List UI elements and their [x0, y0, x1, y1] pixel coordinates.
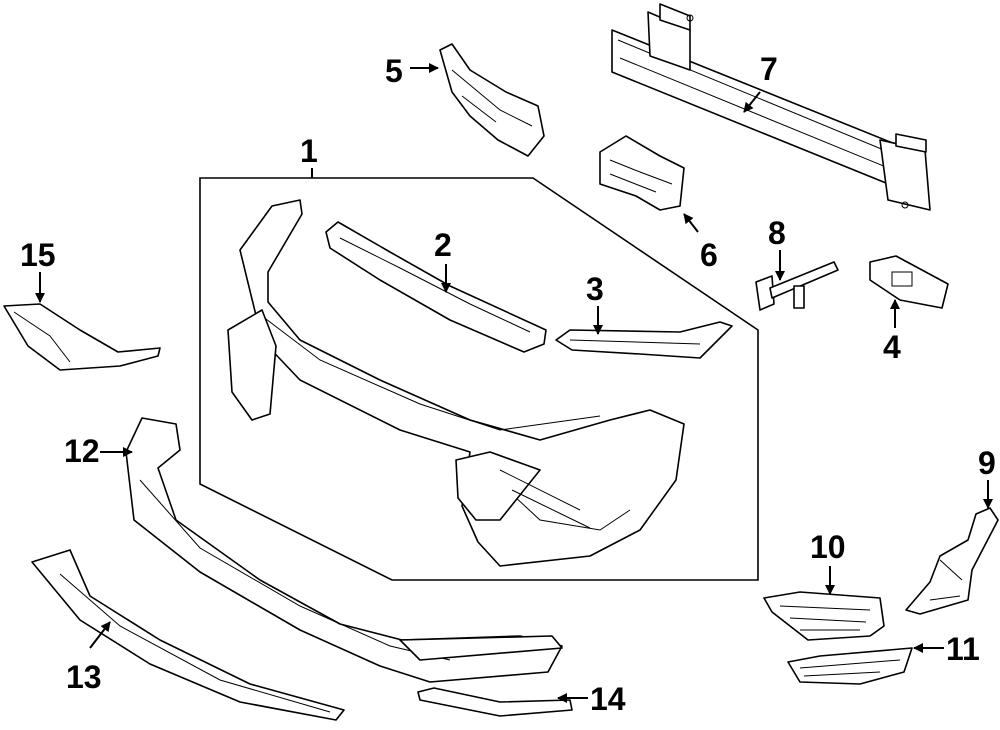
callout-7: 7: [760, 51, 778, 87]
part-1-bumper-cover[interactable]: [227, 199, 685, 567]
part-5-bracket[interactable]: [439, 43, 545, 157]
callout-8: 8: [768, 215, 786, 251]
part-15-side-deflector[interactable]: [3, 303, 161, 371]
callout-11: 11: [946, 631, 980, 667]
part-12-lower-cover[interactable]: [125, 417, 563, 683]
callout-15: 15: [20, 237, 56, 273]
callout-9: 9: [978, 445, 996, 481]
callout-10: 10: [810, 529, 846, 565]
callout-12: 12: [64, 433, 100, 469]
assembly-frame: [199, 177, 759, 581]
part-14-lower-molding[interactable]: [417, 687, 573, 717]
leader-13: [89, 621, 111, 649]
part-9-side-bracket[interactable]: [905, 507, 999, 615]
part-7-reinforcement-beam[interactable]: [611, 3, 931, 211]
part-11-lower-grille[interactable]: [787, 647, 913, 685]
callout-1: 1: [300, 133, 318, 169]
part-4-clip[interactable]: [869, 255, 949, 309]
callout-3: 3: [586, 271, 604, 307]
part-6-support-bracket[interactable]: [599, 135, 685, 211]
part-2-upper-absorber[interactable]: [325, 221, 547, 353]
part-13-lower-trim[interactable]: [31, 549, 345, 721]
part-3-side-bracket[interactable]: [555, 321, 733, 359]
callout-6: 6: [700, 237, 718, 273]
callout-13: 13: [66, 659, 102, 695]
callout-2: 2: [434, 227, 452, 263]
leader-6: [683, 213, 699, 233]
part-8-sensor-bracket[interactable]: [755, 261, 839, 311]
part-10-grille-insert[interactable]: [763, 591, 885, 641]
callout-14: 14: [590, 681, 626, 717]
callout-5: 5: [385, 53, 403, 89]
leader-7: [743, 91, 761, 113]
callout-4: 4: [883, 329, 901, 365]
